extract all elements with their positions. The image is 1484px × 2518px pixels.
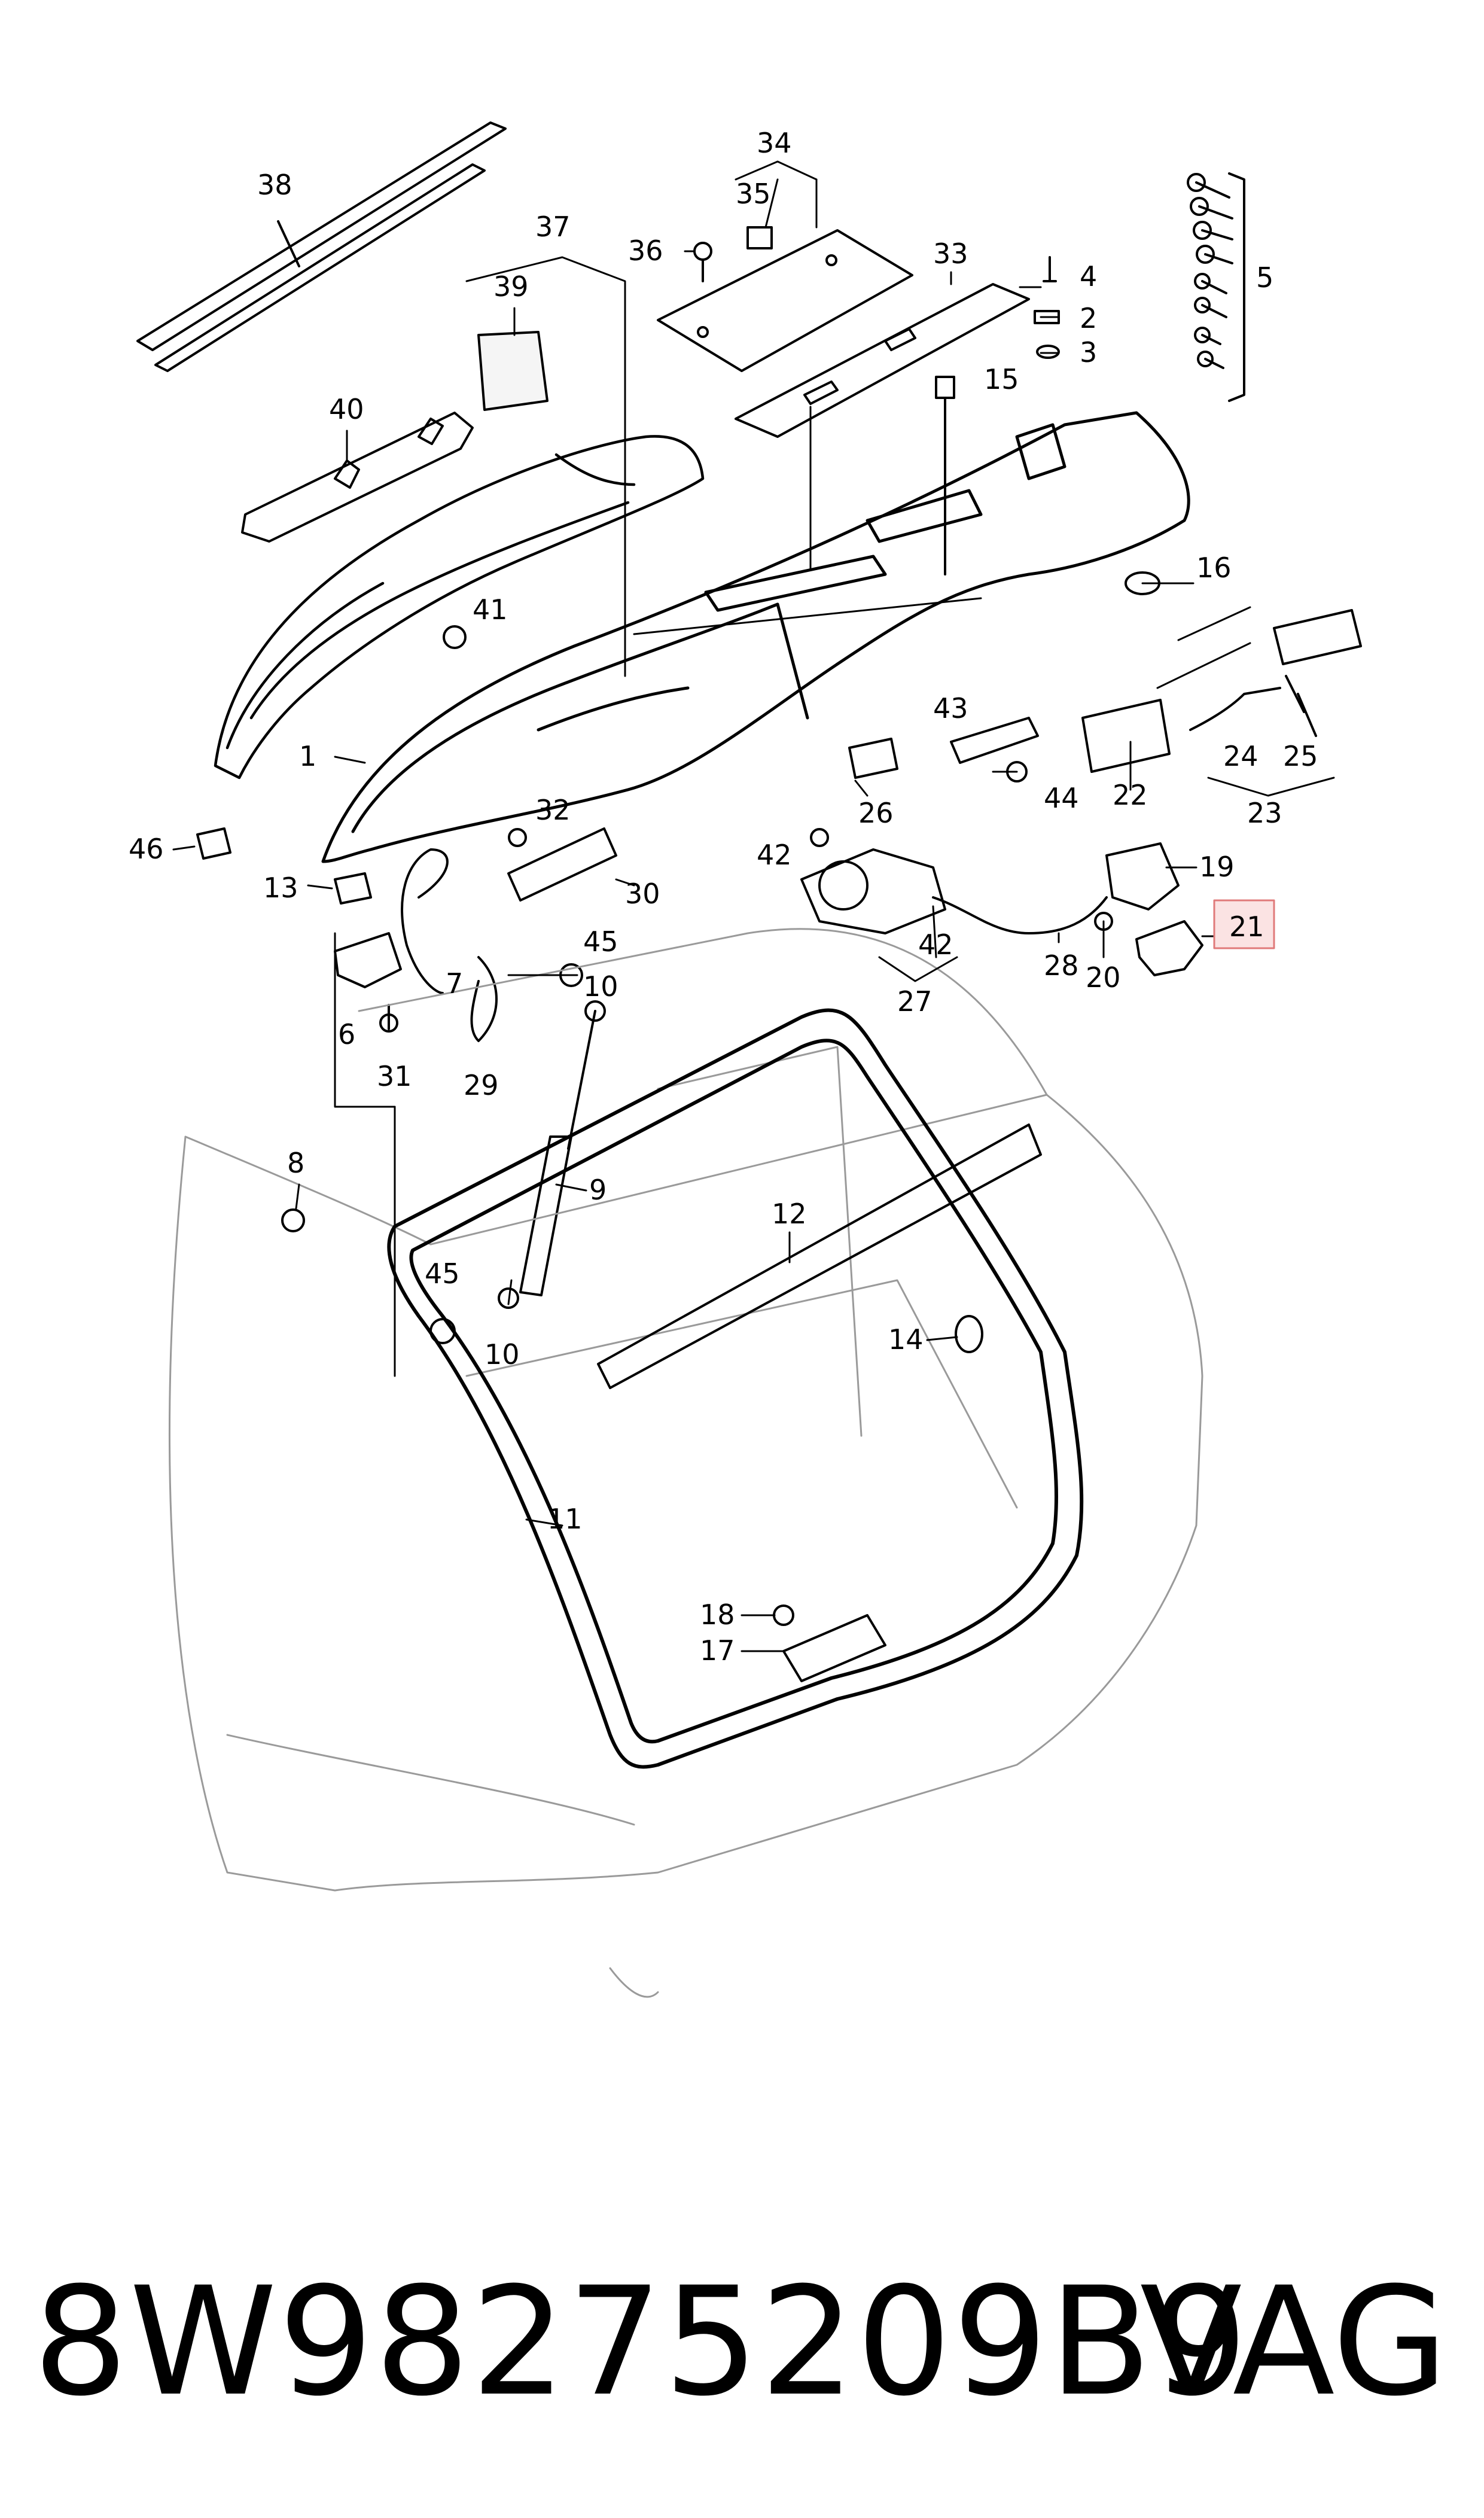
callout-3: 3 [1080, 336, 1097, 369]
callout-40: 40 [329, 393, 364, 425]
callout-15: 15 [984, 363, 1019, 395]
bumper-14 [955, 1315, 983, 1353]
callout-14: 14 [888, 1323, 924, 1356]
callout-16: 16 [1196, 552, 1232, 584]
callout-1: 1 [299, 740, 316, 772]
callout-33: 33 [933, 238, 968, 270]
lock-19 [1105, 842, 1180, 911]
bolt-42 [810, 828, 829, 847]
cable-28 [932, 896, 1108, 934]
callout-34: 34 [757, 127, 792, 159]
switch-26 [848, 738, 898, 779]
callout-29: 29 [464, 1069, 499, 1101]
callout-32: 32 [535, 794, 571, 826]
brand-label: VAG [1139, 2255, 1448, 2429]
callout-12: 12 [772, 1198, 807, 1230]
striker-17 [782, 1614, 886, 1682]
callout-25: 25 [1283, 740, 1318, 772]
callout-13: 13 [263, 872, 298, 904]
clip-35 [746, 226, 773, 249]
camera-assembly-23 [1081, 609, 1362, 773]
actuator-30 [507, 827, 617, 902]
callout-2: 2 [1080, 302, 1097, 334]
callout-37: 37 [535, 211, 571, 243]
car-body-outline [169, 928, 1203, 1998]
callout-41: 41 [473, 593, 508, 626]
tailgate-shell-1 [321, 411, 1190, 863]
callout-9: 9 [589, 1174, 607, 1206]
trim-strips-38 [136, 121, 507, 372]
plate-34 [657, 229, 913, 372]
callout-7: 7 [446, 967, 463, 1000]
gas-strut-9 [498, 1000, 606, 1309]
bolt-32 [508, 828, 527, 847]
callout-21: 21 [1229, 911, 1264, 943]
callout-28: 28 [1044, 949, 1079, 982]
strip-33 [735, 283, 1030, 438]
callout-43: 43 [933, 692, 968, 724]
callout-30: 30 [625, 878, 660, 910]
hinge-6 [334, 932, 402, 1030]
arm-29 [470, 956, 498, 1042]
door-seal-11 [387, 1008, 1084, 1769]
callout-22: 22 [1113, 779, 1148, 811]
tailgate-inner-trim-37 [214, 435, 705, 780]
callout-44: 44 [1044, 782, 1079, 814]
bolts-group-5 [1187, 172, 1245, 402]
callout-26: 26 [858, 797, 894, 829]
nut-18 [773, 1604, 794, 1626]
stop-8 [281, 1208, 305, 1232]
callout-45-upper: 45 [583, 925, 618, 958]
nut-41 [443, 625, 467, 649]
callout-42-upper: 42 [757, 839, 792, 871]
callout-17: 17 [700, 1634, 735, 1667]
callout-4: 4 [1080, 260, 1097, 293]
callout-24: 24 [1223, 740, 1258, 772]
callout-11: 11 [547, 1503, 583, 1535]
callout-6: 6 [338, 1018, 355, 1051]
callout-10-upper: 10 [583, 970, 618, 1003]
bolt-31 [379, 1013, 398, 1033]
bolt-36 [693, 242, 712, 282]
handle-21 [1135, 920, 1203, 976]
clips-2-3-4 [1034, 256, 1060, 359]
callout-10-lower: 10 [484, 1338, 520, 1371]
clip-13 [334, 872, 372, 905]
clip-46 [196, 827, 231, 860]
callout-20: 20 [1086, 961, 1121, 994]
hinge-arm-7 [401, 848, 449, 994]
parts-diagram: 1 2 3 4 5 6 7 8 9 10 10 11 12 13 14 15 1… [129, 121, 1362, 1998]
callout-27: 27 [897, 985, 933, 1018]
callout-46: 46 [129, 833, 164, 865]
part-number: 8W98275209B9 [33, 2255, 1250, 2429]
callout-45-lower: 45 [425, 1258, 460, 1290]
leader-lines [172, 160, 1335, 1652]
callout-labels: 1 2 3 4 5 6 7 8 9 10 10 11 12 13 14 15 1… [129, 127, 1318, 1667]
nut-15 [935, 376, 955, 576]
callout-39: 39 [493, 270, 529, 303]
callout-19: 19 [1199, 851, 1235, 883]
callout-23: 23 [1247, 797, 1282, 829]
callout-35: 35 [736, 178, 771, 210]
bag-39 [477, 331, 548, 411]
callout-36: 36 [628, 235, 663, 267]
rubber-strip-12 [597, 1123, 1042, 1389]
callout-18: 18 [700, 1599, 735, 1631]
spoiler-40 [241, 412, 474, 543]
callout-5: 5 [1256, 261, 1273, 294]
callout-42-lower: 42 [918, 928, 953, 961]
bracket-43 [950, 717, 1039, 764]
callout-31: 31 [377, 1060, 412, 1092]
motor-27 [800, 848, 946, 934]
highlight-box-21 [1213, 899, 1275, 949]
callout-8: 8 [287, 1147, 304, 1179]
callout-38: 38 [257, 169, 292, 201]
